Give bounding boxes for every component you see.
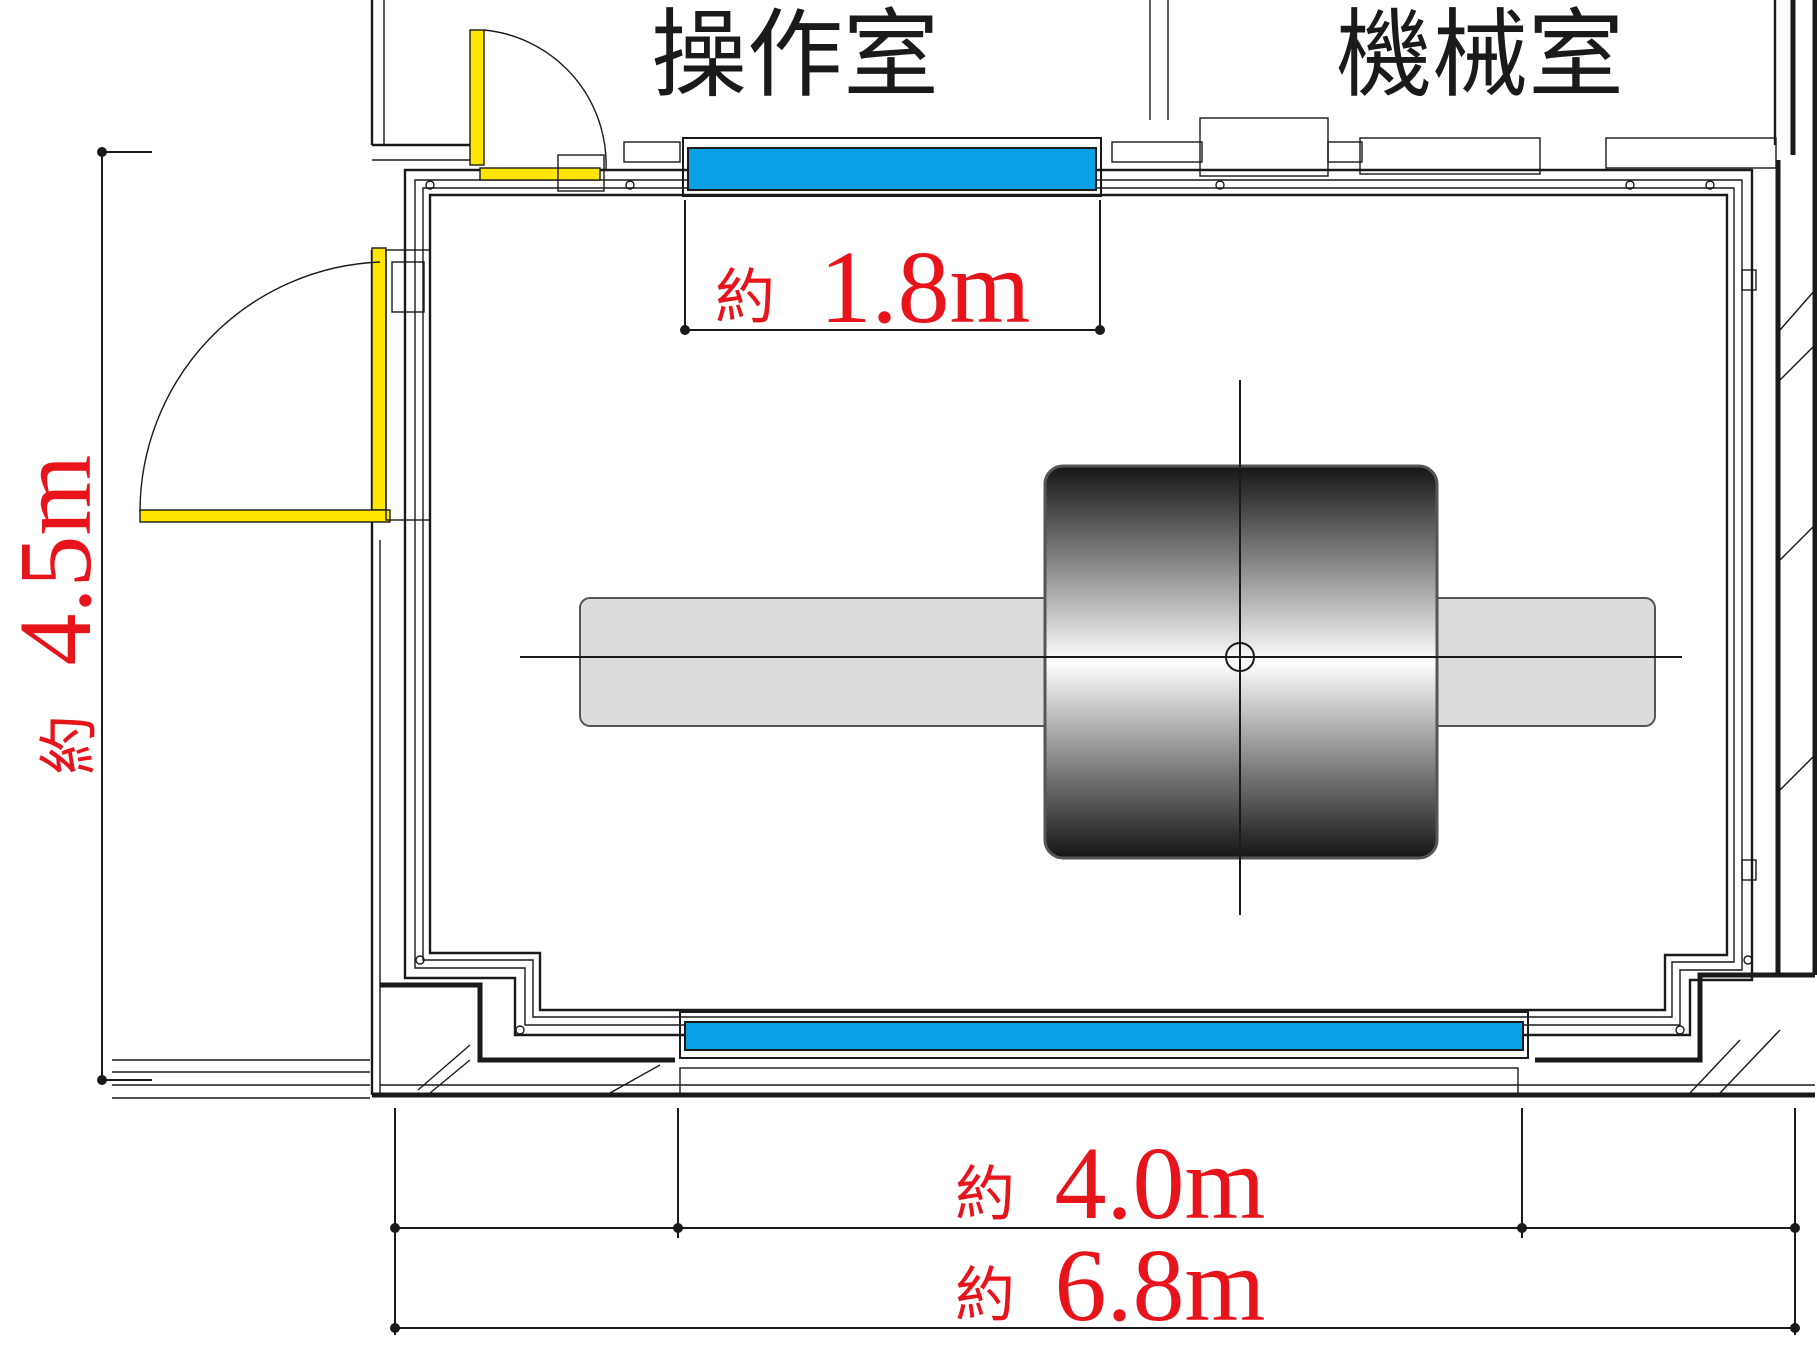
dimension-prefix: 約 xyxy=(715,263,775,333)
dimension-outer-width: 約 6.8m xyxy=(390,1228,1800,1343)
door-left xyxy=(139,247,431,523)
dimension-prefix: 約 xyxy=(955,1160,1015,1230)
window-top xyxy=(682,137,1102,197)
dimension-prefix: 約 xyxy=(955,1261,1015,1331)
dimension-window-width: 約 1.8m xyxy=(680,200,1105,345)
dimension-room-depth: 約 4.5m xyxy=(0,147,152,1085)
window-bottom xyxy=(679,1011,1529,1097)
shield-room-walls xyxy=(403,168,1757,1037)
dimension-value-outer-width: 6.8m xyxy=(1055,1228,1266,1343)
dimension-prefix: 約 xyxy=(35,715,105,775)
dimension-value-depth: 4.5m xyxy=(0,455,113,666)
isocenter-marker xyxy=(1225,642,1255,672)
center-lines xyxy=(520,380,1682,915)
dimension-inner-width: 約 4.0m xyxy=(390,1108,1800,1335)
building-walls xyxy=(112,0,1817,1099)
door-top xyxy=(469,29,607,192)
room-label-machine: 機械室 xyxy=(1336,0,1624,111)
dimension-value-inner-width: 4.0m xyxy=(1055,1126,1266,1241)
dimension-value-window: 1.8m xyxy=(820,230,1031,345)
room-label-control: 操作室 xyxy=(651,0,939,111)
